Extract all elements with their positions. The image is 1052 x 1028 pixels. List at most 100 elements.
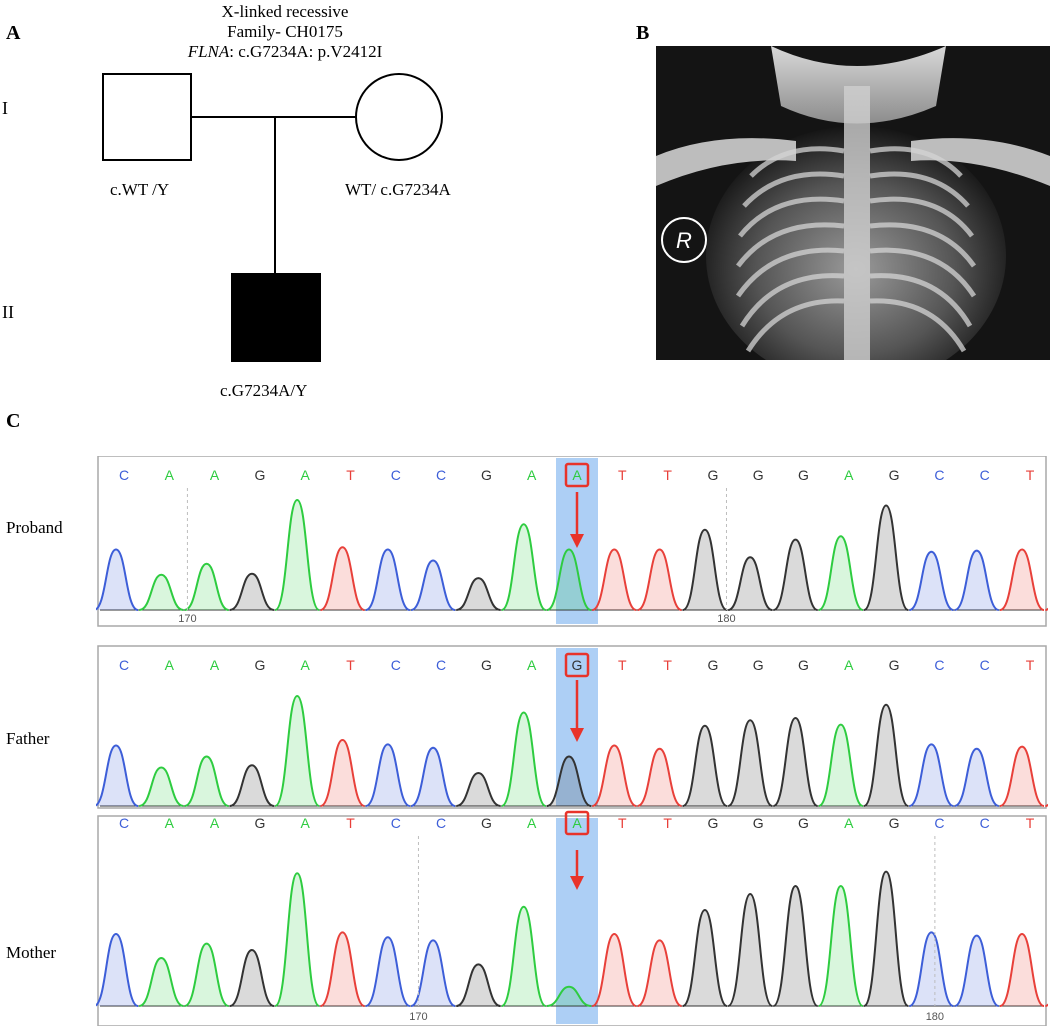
base-call: T (618, 657, 627, 673)
variant-arrow-head (570, 876, 584, 890)
trace-peak (637, 548, 683, 611)
base-call: C (119, 815, 129, 831)
base-call: A (165, 467, 175, 483)
generation-label-1: I (2, 98, 8, 118)
trace-peak (1044, 1003, 1048, 1007)
trace-peak (999, 745, 1045, 807)
trace-peak (138, 956, 184, 1007)
variant-name: : c.G7234A: p.V2412I (229, 42, 383, 61)
pedigree-chart (102, 73, 443, 362)
variant-arrow-head (570, 534, 584, 548)
chest-xray-image: R (656, 46, 1050, 360)
base-call: A (165, 657, 175, 673)
base-call: G (481, 815, 492, 831)
base-call: G (254, 815, 265, 831)
base-call: G (753, 815, 764, 831)
base-call: G (889, 657, 900, 673)
proband-genotype: c.G7234A/Y (220, 381, 308, 400)
base-call: G (798, 815, 809, 831)
base-call: C (436, 467, 446, 483)
base-call: T (618, 815, 627, 831)
base-call: T (346, 815, 355, 831)
trace-peak (546, 985, 592, 1007)
base-call: T (1026, 657, 1035, 673)
trace-peak (908, 743, 954, 807)
base-call: G (753, 657, 764, 673)
trace-peak (365, 548, 411, 611)
side-marker-circle (661, 217, 707, 263)
trace-peak (637, 939, 683, 1007)
base-call: C (119, 467, 129, 483)
gene-name: FLNA (187, 42, 230, 61)
trace-peak (138, 573, 184, 611)
trace-label-father: Father (6, 729, 50, 748)
trace-peak (818, 535, 864, 611)
trace-peak (772, 884, 819, 1007)
trace-peak (1044, 803, 1048, 807)
trace-peak (138, 766, 184, 807)
father-genotype: c.WT /Y (110, 180, 170, 199)
trace-peak (682, 908, 728, 1007)
trace-peak (456, 577, 501, 611)
panel-a-letter: A (6, 22, 21, 44)
trace-peak (274, 694, 321, 807)
trace-peak (999, 548, 1045, 611)
trace-peak (320, 738, 365, 807)
trace-peak (591, 548, 637, 611)
trace-peak (365, 936, 411, 1007)
trace-peak (184, 942, 230, 1007)
trace-peak (184, 755, 229, 807)
trace-peak (274, 872, 321, 1007)
base-call: A (527, 657, 537, 673)
trace-peak (546, 755, 592, 807)
base-call: A (572, 467, 582, 483)
trace-peak (501, 711, 547, 807)
trace-peak (773, 538, 818, 611)
trace-peak (1044, 607, 1048, 611)
position-tick-label: 170 (409, 1011, 427, 1023)
mother-genotype: WT/ c.G7234A (345, 180, 451, 199)
variant-box (564, 810, 590, 836)
trace-peak (954, 747, 1000, 807)
trace-peak (229, 764, 275, 807)
trace-peak (410, 746, 456, 807)
trace-peak (410, 939, 456, 1007)
base-call: G (254, 657, 265, 673)
variant-box (564, 652, 590, 678)
base-call: T (663, 815, 672, 831)
base-call: C (436, 657, 446, 673)
base-call: A (527, 467, 537, 483)
trace-peak (546, 548, 592, 611)
base-call: T (346, 467, 355, 483)
base-call: G (798, 467, 809, 483)
family-id: Family- CH0175 (227, 22, 343, 41)
trace-peak (96, 548, 139, 611)
base-call: A (210, 657, 220, 673)
variant-arrow-head (570, 728, 584, 742)
base-call: G (889, 815, 900, 831)
trace-peak (863, 703, 909, 807)
trace-peak (456, 963, 501, 1007)
trace-peak (863, 504, 909, 611)
trace-peak (682, 528, 728, 611)
panel-c-letter: C (6, 410, 21, 432)
base-call: A (844, 657, 854, 673)
trace-peak (954, 549, 1000, 611)
base-call: A (301, 467, 311, 483)
base-call: C (934, 657, 944, 673)
base-call: T (663, 657, 672, 673)
base-call: G (572, 657, 583, 673)
trace-peak (274, 498, 321, 611)
trace-peak (591, 932, 637, 1007)
trace-peak (727, 719, 773, 807)
base-call: A (210, 467, 220, 483)
base-call: G (481, 467, 492, 483)
base-call: A (572, 815, 582, 831)
trace-peak (365, 743, 411, 807)
base-call: C (391, 815, 401, 831)
base-call: G (798, 657, 809, 673)
trace-peak (727, 892, 774, 1007)
side-marker-label: R (676, 228, 692, 253)
